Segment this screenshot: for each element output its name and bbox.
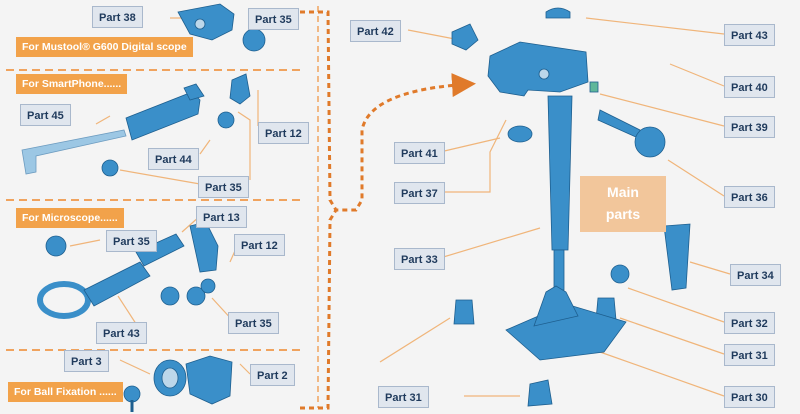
- label-part-36: Part 36: [724, 186, 775, 208]
- label-part-45: Part 45: [20, 104, 71, 126]
- label-part-39: Part 39: [724, 116, 775, 138]
- section-microscope-header: For Microscope......: [16, 208, 124, 228]
- section-ball-header: For Ball Fixation ......: [8, 382, 123, 402]
- label-part-43-microscope: Part 43: [96, 322, 147, 344]
- label-part-35-mustool: Part 35: [248, 8, 299, 30]
- part-43-cap-shape: [545, 7, 571, 19]
- label-part-35-smartphone: Part 35: [198, 176, 249, 198]
- part-41-shape: [507, 125, 533, 143]
- part-35c-shape: [45, 235, 67, 257]
- part-12a-shape: [229, 73, 251, 105]
- label-part-31-left: Part 31: [378, 386, 429, 408]
- label-part-2: Part 2: [250, 364, 295, 386]
- label-part-35-microscope: Part 35: [106, 230, 157, 252]
- main-head-shape: [487, 41, 589, 97]
- label-part-40: Part 40: [724, 76, 775, 98]
- label-part-38: Part 38: [92, 6, 143, 28]
- part-45-shape: [21, 129, 127, 175]
- main-parts-line1: Main: [607, 184, 639, 200]
- label-part-34: Part 34: [730, 264, 781, 286]
- part-31b-shape: [453, 299, 475, 325]
- label-part-30: Part 30: [724, 386, 775, 408]
- part-30-shape: [527, 379, 553, 407]
- label-part-35-microscope-lower: Part 35: [228, 312, 279, 334]
- label-part-43-main: Part 43: [724, 24, 775, 46]
- part-42-shape: [451, 23, 479, 51]
- part-34-shape: [663, 223, 691, 291]
- part-32-knob-shape: [610, 264, 630, 284]
- label-part-41: Part 41: [394, 142, 445, 164]
- label-part-31-right: Part 31: [724, 344, 775, 366]
- part-44-shape: [125, 91, 201, 141]
- section-smartphone-header: For SmartPhone......: [16, 74, 128, 94]
- label-part-12-smartphone: Part 12: [258, 122, 309, 144]
- part-35-knob-shape: [242, 28, 266, 52]
- ring-shape: [37, 281, 91, 319]
- part-12b-shape: [189, 221, 219, 273]
- part-13-shape: [135, 233, 185, 267]
- part-2-shape: [185, 355, 233, 405]
- part-40-shape: [589, 81, 599, 93]
- main-parts-line2: parts: [605, 206, 641, 222]
- section-mustool-header: For Mustool® G600 Digital scope: [16, 37, 193, 57]
- part-33-rod-shape: [547, 95, 573, 251]
- label-part-44: Part 44: [148, 148, 199, 170]
- section-dividers: [6, 69, 305, 351]
- label-part-32: Part 32: [724, 312, 775, 334]
- label-part-12-microscope: Part 12: [234, 234, 285, 256]
- bracket-arrow: [300, 10, 476, 212]
- parts: [21, 3, 691, 412]
- part-39-shape: [597, 109, 641, 139]
- label-part-13: Part 13: [196, 206, 247, 228]
- label-part-33: Part 33: [394, 248, 445, 270]
- label-part-3: Part 3: [64, 350, 109, 372]
- part-38-shape: [177, 3, 235, 41]
- label-part-42: Part 42: [350, 20, 401, 42]
- main-parts-box: Main parts: [580, 176, 666, 232]
- label-part-37: Part 37: [394, 182, 445, 204]
- part-36-knob-shape: [634, 126, 666, 158]
